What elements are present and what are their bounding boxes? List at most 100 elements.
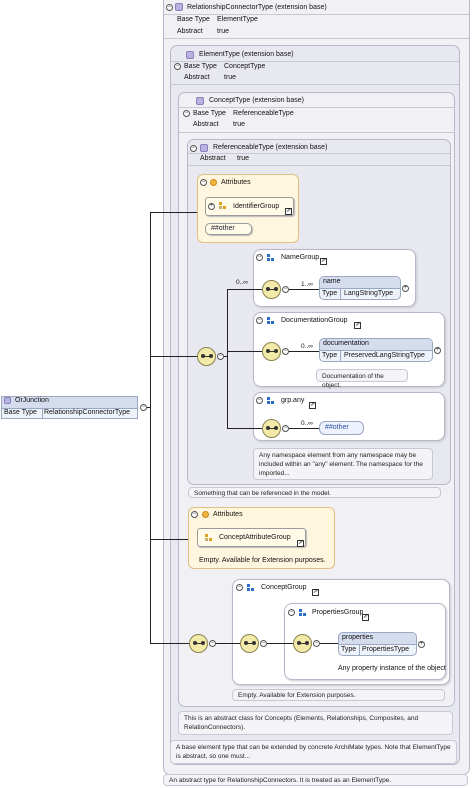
group-icon — [267, 317, 275, 325]
collapse-icon[interactable]: − — [174, 63, 181, 70]
referenceable-type-note: Something that can be referenced in the … — [188, 487, 441, 498]
documentation-group-note: Documentation of the object. — [316, 369, 408, 389]
group-icon — [247, 584, 255, 592]
documentation-element-label: documentation — [323, 340, 369, 347]
name-type: LangStringType — [344, 290, 394, 297]
collapse-icon[interactable]: − — [217, 353, 224, 360]
properties-type: PropertiesType — [362, 646, 410, 653]
any-other-attribute-box[interactable] — [205, 223, 252, 235]
link-icon[interactable]: ⇗ — [297, 540, 304, 547]
link-icon[interactable]: ⇗ — [362, 614, 369, 621]
or-junction-element[interactable] — [1, 396, 138, 419]
connector-line — [227, 428, 262, 429]
properties-element[interactable] — [338, 632, 417, 656]
expand-icon[interactable]: + — [402, 285, 409, 292]
properties-type-label: Type — [341, 646, 357, 653]
attribute-group-icon — [205, 534, 213, 542]
collapse-icon[interactable]: − — [313, 640, 320, 647]
et-title: ElementType (extension base) — [199, 51, 294, 58]
rct-abstract-label: Abstract — [177, 28, 203, 35]
collapse-icon[interactable]: − — [282, 286, 289, 293]
connector-line — [147, 407, 151, 408]
connector-line — [289, 428, 319, 429]
expand-icon[interactable]: + — [418, 641, 425, 648]
collapse-icon[interactable]: − — [236, 584, 243, 591]
concept-attribute-group-box[interactable] — [197, 528, 306, 547]
connector-line — [150, 643, 189, 644]
rct-title: RelationshipConnectorType (extension bas… — [187, 4, 327, 11]
ct-abstract-label: Abstract — [193, 121, 219, 128]
expand-icon[interactable]: + — [434, 347, 441, 354]
concept-attributes-note: Empty. Available for Extension purposes. — [199, 557, 326, 564]
collapse-icon[interactable]: − — [166, 4, 173, 11]
collapse-icon[interactable]: − — [282, 348, 289, 355]
collapse-icon[interactable]: − — [260, 640, 267, 647]
expand-icon[interactable]: + — [208, 203, 215, 210]
element-icon — [4, 397, 11, 404]
any-other-attribute-label: ##other — [211, 225, 235, 232]
any-other-element-label: ##other — [325, 424, 349, 431]
concept-attributes-title: Attributes — [213, 511, 243, 518]
any-other-element[interactable] — [319, 421, 364, 435]
concept-attribute-group-label: ConceptAttributeGroup — [219, 534, 291, 541]
type-icon — [200, 144, 208, 152]
et-base-type-label: Base Type — [184, 63, 217, 70]
link-icon[interactable]: ⇗ — [309, 402, 316, 409]
ct-base-type: ReferenceableType — [233, 110, 294, 117]
documentation-occurs: 0..∞ — [301, 343, 313, 350]
link-icon[interactable]: ⇗ — [320, 258, 327, 265]
type-icon — [196, 97, 204, 105]
collapse-icon[interactable]: − — [190, 145, 197, 152]
sequence-icon — [197, 347, 216, 366]
collapse-icon[interactable]: − — [140, 404, 147, 411]
documentation-type-label: Type — [322, 352, 338, 359]
collapse-icon[interactable]: − — [256, 317, 263, 324]
or-junction-base-type: RelationshipConnectorType — [44, 409, 130, 416]
rt-title: ReferenceableType (extension base) — [213, 144, 328, 151]
link-icon[interactable]: ⇗ — [354, 322, 361, 329]
ct-base-type-label: Base Type — [193, 110, 226, 117]
collapse-icon[interactable]: − — [191, 511, 198, 518]
et-abstract: true — [224, 74, 237, 81]
connector-line — [150, 356, 197, 357]
grp-any-title: grp.any — [281, 397, 305, 404]
name-element[interactable] — [319, 276, 401, 300]
connector-line — [150, 212, 151, 644]
connector-line — [227, 289, 228, 429]
collapse-icon[interactable]: − — [256, 254, 263, 261]
connector-line — [289, 351, 319, 352]
link-icon[interactable]: ⇗ — [285, 208, 292, 215]
rct-base-type-label: Base Type — [177, 16, 210, 23]
documentation-element[interactable] — [319, 338, 433, 362]
sequence-icon — [240, 634, 259, 653]
connector-line — [227, 289, 262, 290]
collapse-icon[interactable]: − — [256, 397, 263, 404]
documentation-group-title: DocumentationGroup — [281, 317, 348, 324]
properties-group-note: Any property instance of the object — [338, 665, 446, 672]
sequence-icon — [262, 280, 281, 299]
collapse-icon[interactable]: − — [200, 179, 207, 186]
collapse-icon[interactable]: − — [183, 110, 190, 117]
collapse-icon[interactable]: − — [209, 640, 216, 647]
properties-element-label: properties — [342, 634, 374, 641]
identifier-group-box[interactable] — [205, 197, 294, 216]
et-base-type: ConceptType — [224, 63, 266, 70]
type-icon — [175, 3, 183, 11]
identifier-group-label: IdentifierGroup — [233, 203, 280, 210]
grp-any-occurs: 0..∞ — [301, 420, 313, 427]
or-junction-name: OrJunction — [15, 397, 49, 404]
connector-line — [227, 351, 262, 352]
collapse-icon[interactable]: − — [288, 609, 295, 616]
name-occurs: 1..∞ — [301, 281, 313, 288]
concept-type-note: This is an abstract class for Concepts (… — [178, 711, 453, 735]
link-icon[interactable]: ⇗ — [312, 589, 319, 596]
rt-abstract: true — [237, 155, 250, 162]
connector-line — [216, 643, 240, 644]
attribute-group-icon — [219, 202, 227, 210]
ct-abstract: true — [233, 121, 246, 128]
connector-line — [289, 289, 319, 290]
element-type-note: A base element type that can be extended… — [170, 740, 457, 764]
group-icon — [267, 397, 275, 405]
collapse-icon[interactable]: − — [282, 425, 289, 432]
concept-group-note: Empty. Available for Extension purposes. — [232, 689, 445, 701]
